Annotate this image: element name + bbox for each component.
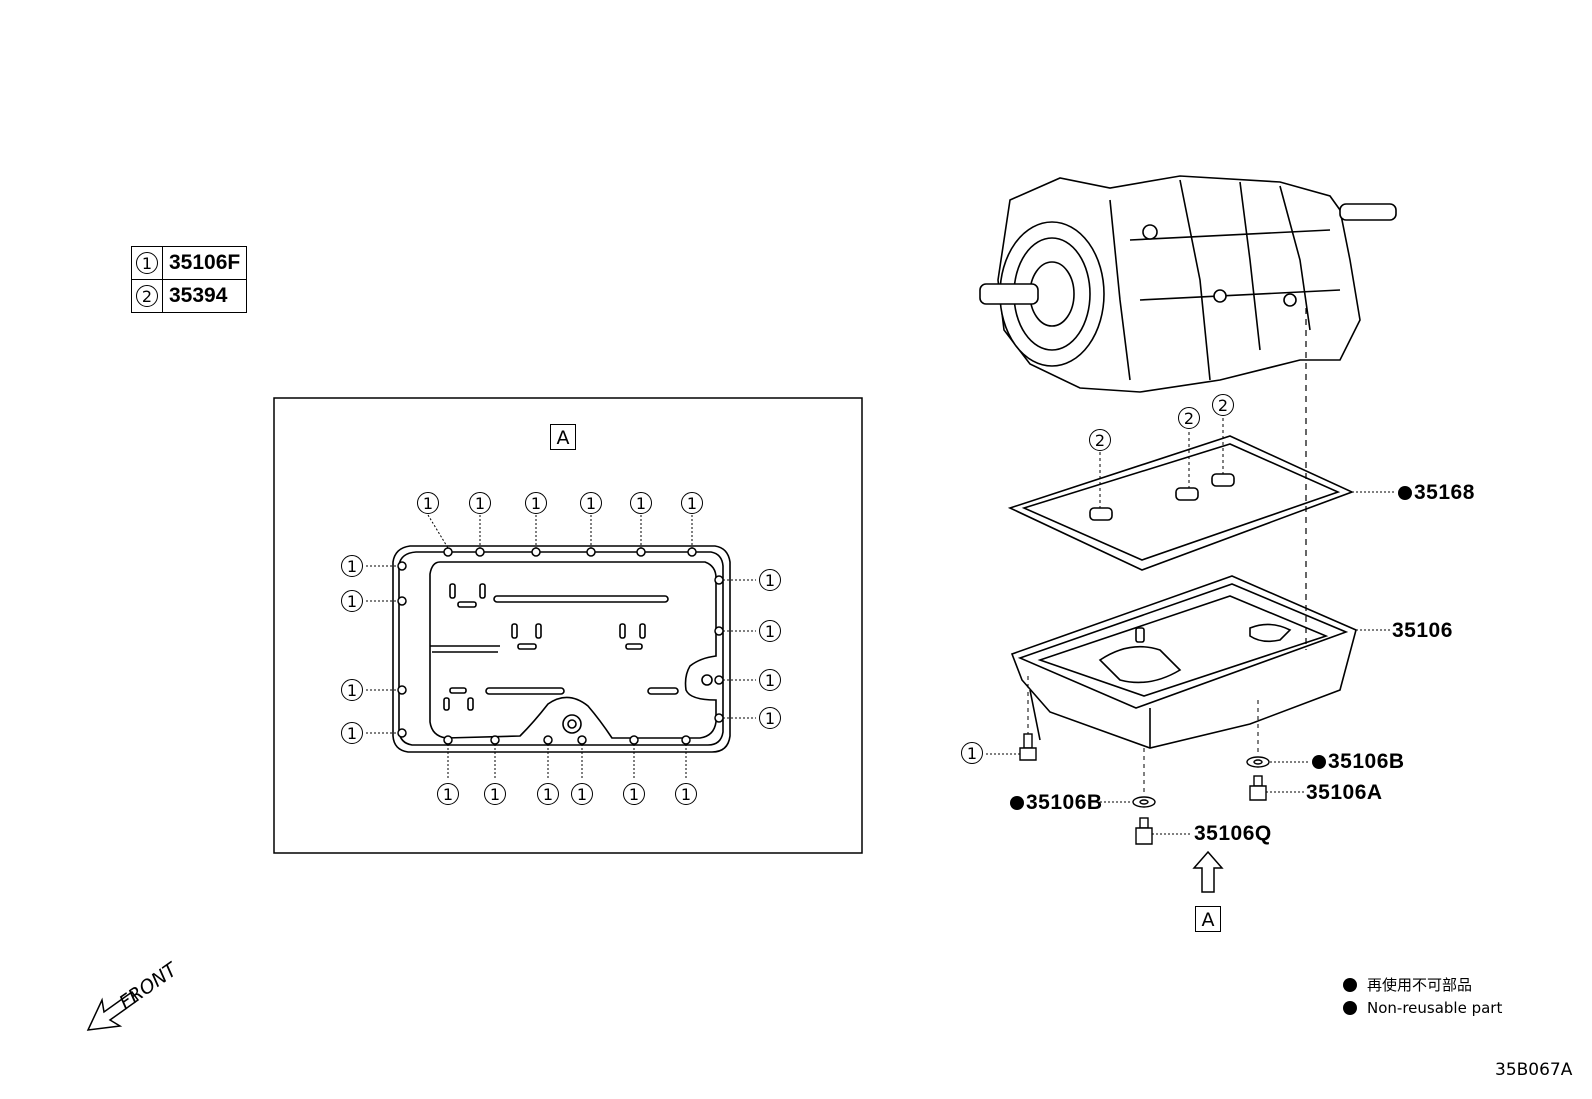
- oil-pan: [1010, 575, 1357, 749]
- legend-table: 1 35106F 2 35394: [131, 246, 248, 313]
- oil-pan-gasket: [1007, 418, 1355, 571]
- legend-key-1: 1: [136, 252, 158, 274]
- callout-1: 1: [525, 492, 547, 514]
- legend-key-2: 2: [136, 285, 158, 307]
- callout-pan: 35106: [1392, 619, 1453, 642]
- part-number: 35168: [1414, 481, 1475, 504]
- callout-1: 1: [484, 783, 506, 805]
- note-text: 再使用不可部品: [1367, 976, 1473, 994]
- transmission-drawing: [979, 175, 1397, 393]
- non-reusable-dot-icon: [1010, 796, 1024, 810]
- callout-drain-plug-bottom: 35106Q: [1194, 822, 1272, 845]
- callout-1: 1: [469, 492, 491, 514]
- detail-label-box: A: [550, 424, 576, 450]
- callout-1: 1: [341, 555, 363, 577]
- callout-2: 2: [1089, 429, 1111, 451]
- drawing-code: 35B067A: [1495, 1060, 1573, 1080]
- note-jp: 再使用不可部品: [1343, 974, 1472, 995]
- callout-1: 1: [580, 492, 602, 514]
- drain-washer-right: [1246, 756, 1270, 768]
- callout-1: 1: [623, 783, 645, 805]
- non-reusable-dot-icon: [1312, 755, 1326, 769]
- callout-1: 1: [759, 669, 781, 691]
- legend-part-1: 35106F: [161, 246, 248, 280]
- callout-1: 1: [759, 569, 781, 591]
- non-reusable-dot-icon: [1398, 486, 1412, 500]
- callout-1: 1: [437, 783, 459, 805]
- view-label-box: A: [1195, 906, 1221, 932]
- front-arrow-icon: [86, 990, 140, 1031]
- callout-2: 2: [1212, 394, 1234, 416]
- note-en: Non-reusable part: [1343, 999, 1502, 1017]
- callout-2: 2: [1178, 407, 1200, 429]
- drain-plug-right: [1249, 775, 1267, 801]
- pan-bolt: [1019, 733, 1037, 761]
- callout-1: 1: [759, 707, 781, 729]
- part-number: 35106B: [1328, 750, 1405, 773]
- up-arrow-icon: [1192, 850, 1224, 893]
- non-reusable-dot-icon: [1343, 978, 1357, 992]
- callout-1: 1: [759, 620, 781, 642]
- callout-1: 1: [961, 742, 983, 764]
- callout-1: 1: [417, 492, 439, 514]
- callout-1: 1: [571, 783, 593, 805]
- detail-pan: [392, 545, 731, 753]
- callout-drain-gasket-right: 35106B: [1312, 750, 1405, 774]
- right-leaders: [986, 491, 1396, 835]
- callout-1: 1: [681, 492, 703, 514]
- callout-1: 1: [341, 679, 363, 701]
- legend-row: 1 35106F: [131, 246, 248, 280]
- callout-gasket: 35168: [1398, 481, 1475, 505]
- callout-1: 1: [675, 783, 697, 805]
- callout-1: 1: [341, 722, 363, 744]
- non-reusable-dot-icon: [1343, 1001, 1357, 1015]
- detail-frame: [273, 397, 863, 854]
- legend-part-2: 35394: [161, 279, 248, 313]
- callout-1: 1: [341, 590, 363, 612]
- drain-plug-bottom: [1135, 817, 1153, 845]
- callout-drain-gasket-left: 35106B: [1010, 791, 1103, 815]
- note-text: Non-reusable part: [1367, 999, 1503, 1017]
- callout-1: 1: [537, 783, 559, 805]
- callout-drain-plug-right: 35106A: [1306, 781, 1383, 804]
- legend-row: 2 35394: [131, 279, 248, 313]
- drain-washer-left: [1132, 796, 1156, 808]
- detail-leaders: [366, 514, 756, 780]
- callout-1: 1: [630, 492, 652, 514]
- part-number: 35106B: [1026, 791, 1103, 814]
